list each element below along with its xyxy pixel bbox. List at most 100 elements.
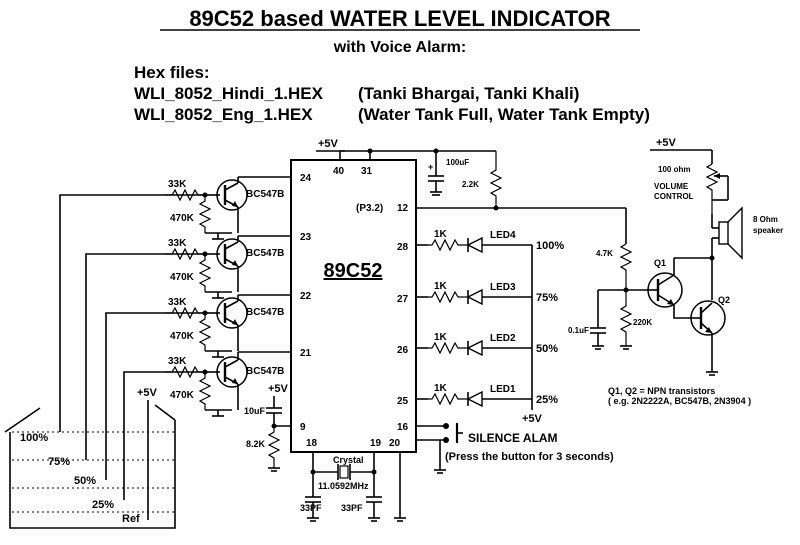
mcu-chip bbox=[290, 159, 417, 453]
q2-label: Q2 bbox=[718, 295, 730, 305]
base-resistor bbox=[165, 247, 205, 261]
silence-button-note: (Press the button for 3 seconds) bbox=[445, 451, 614, 463]
transistor-note-2: ( e.g. 2N2222A, BC547B, 2N3904 ) bbox=[608, 396, 751, 406]
led-resistor-label: 1K bbox=[434, 229, 448, 240]
pulldown-resistor bbox=[198, 195, 212, 233]
led-resistor-label: 1K bbox=[434, 383, 448, 394]
led-level: 25% bbox=[536, 394, 558, 406]
bc547b-transistor bbox=[216, 297, 248, 329]
base-resistor bbox=[165, 365, 205, 379]
crystal-cap2-label: 33PF bbox=[341, 503, 363, 513]
hex-heading: Hex files: bbox=[134, 63, 210, 82]
pin-28: 28 bbox=[397, 242, 409, 253]
pot-label-2: CONTROL bbox=[654, 192, 694, 201]
pin-18: 18 bbox=[306, 438, 318, 449]
led-name: LED1 bbox=[490, 384, 516, 395]
pin-23: 23 bbox=[300, 232, 312, 243]
base-resistor-label: 33K bbox=[168, 238, 187, 249]
pin-31: 31 bbox=[361, 166, 373, 177]
reset-circuit: +5V 10uF 8.2K bbox=[244, 383, 291, 472]
hex-file-2-desc: (Water Tank Full, Water Tank Empty) bbox=[358, 105, 650, 124]
tank-level-25: 25% bbox=[92, 499, 114, 511]
crystal-label: Crystal bbox=[333, 455, 364, 465]
reset-vcc-label: +5V bbox=[268, 383, 289, 395]
crystal-circuit: Crystal 11.0592MHz 33PF 33PF bbox=[300, 452, 406, 522]
pin-26: 26 bbox=[397, 345, 409, 356]
led-resistor-label: 1K bbox=[434, 332, 448, 343]
reset-res-label: 8.2K bbox=[246, 439, 266, 449]
base-resistor bbox=[165, 306, 205, 320]
svg-text:+: + bbox=[428, 162, 433, 172]
pin-24: 24 bbox=[300, 173, 312, 184]
page-subtitle: with Voice Alarm: bbox=[333, 39, 466, 56]
pin-21: 21 bbox=[300, 348, 312, 359]
volume-pot[interactable] bbox=[705, 163, 719, 214]
transistor-label: BC547B bbox=[246, 248, 284, 259]
res-2k2-label: 2.2K bbox=[462, 180, 479, 189]
top-supply: +5V + 100uF 2.2K bbox=[316, 138, 626, 211]
pin-20: 20 bbox=[389, 438, 401, 449]
led-resistor bbox=[428, 238, 468, 252]
pin-19: 19 bbox=[370, 438, 382, 449]
res-4k7-label: 4.7K bbox=[596, 249, 613, 258]
led-icon bbox=[466, 339, 483, 357]
led-resistor bbox=[428, 341, 468, 355]
pin-22: 22 bbox=[300, 291, 312, 302]
pot-label-1: VOLUME bbox=[654, 182, 689, 191]
led-icon bbox=[466, 288, 483, 306]
transistor-note-1: Q1, Q2 = NPN transistors bbox=[608, 386, 715, 396]
tank-level-100: 100% bbox=[20, 432, 48, 444]
page-title: 89C52 based WATER LEVEL INDICATOR bbox=[189, 6, 610, 31]
crystal-icon bbox=[339, 465, 349, 479]
hex-file-1-name: WLI_8052_Hindi_1.HEX bbox=[134, 84, 324, 103]
hex-file-1-desc: (Tanki Bhargai, Tanki Khali) bbox=[358, 84, 579, 103]
base-resistor-label: 33K bbox=[168, 179, 187, 190]
led-resistor-label: 1K bbox=[434, 281, 448, 292]
transistor-label: BC547B bbox=[246, 189, 284, 200]
led-vcc-label: +5V bbox=[522, 413, 543, 425]
cap-100uf-label: 100uF bbox=[446, 158, 469, 167]
reset-cap-label: 10uF bbox=[244, 406, 266, 416]
mcu-name: 89C52 bbox=[324, 260, 383, 282]
pin-40: 40 bbox=[333, 166, 345, 177]
pin-25: 25 bbox=[397, 396, 409, 407]
crystal-cap1-label: 33PF bbox=[300, 503, 322, 513]
q1-label: Q1 bbox=[654, 258, 666, 268]
pot-label: 100 ohm bbox=[658, 165, 690, 174]
pin-27: 27 bbox=[397, 294, 409, 305]
led-resistor bbox=[428, 290, 468, 304]
led-name: LED4 bbox=[490, 230, 516, 241]
silence-button[interactable]: SILENCE ALAM (Press the button for 3 sec… bbox=[416, 423, 614, 474]
res-220k-label: 220K bbox=[633, 318, 652, 327]
speaker-label-1: 8 Ohm bbox=[753, 215, 778, 224]
pulldown-resistor bbox=[198, 313, 212, 351]
led-resistor bbox=[428, 392, 468, 406]
pulldown-resistor-label: 470K bbox=[170, 331, 195, 342]
led-channel-4: 1K LED1 25% bbox=[416, 383, 558, 408]
audio-vcc-label: +5V bbox=[656, 137, 677, 149]
pulldown-resistor-label: 470K bbox=[170, 390, 195, 401]
q2-transistor bbox=[690, 300, 726, 336]
pulldown-resistor bbox=[198, 372, 212, 410]
hex-file-2-name: WLI_8052_Eng_1.HEX bbox=[134, 105, 313, 124]
led-icon bbox=[466, 236, 483, 254]
led-icon bbox=[466, 390, 483, 408]
pin-12-label: (P3.2) bbox=[356, 203, 383, 214]
base-resistor bbox=[165, 188, 205, 202]
bc547b-transistor bbox=[216, 179, 248, 211]
bc547b-transistor bbox=[216, 238, 248, 270]
speaker-label-2: speaker bbox=[753, 226, 783, 235]
q1-transistor bbox=[647, 272, 683, 308]
sensor-circuits: 33K470KBC547B33K470KBC547B33K470KBC547B3… bbox=[165, 176, 291, 417]
transistor-label: BC547B bbox=[246, 307, 284, 318]
crystal-freq: 11.0592MHz bbox=[318, 481, 369, 491]
bc547b-transistor bbox=[216, 356, 248, 388]
pin-12: 12 bbox=[397, 203, 409, 214]
cap-01uf-label: 0.1uF bbox=[568, 326, 589, 335]
tank-ref-label: Ref bbox=[122, 513, 140, 525]
pulldown-resistor-label: 470K bbox=[170, 272, 195, 283]
